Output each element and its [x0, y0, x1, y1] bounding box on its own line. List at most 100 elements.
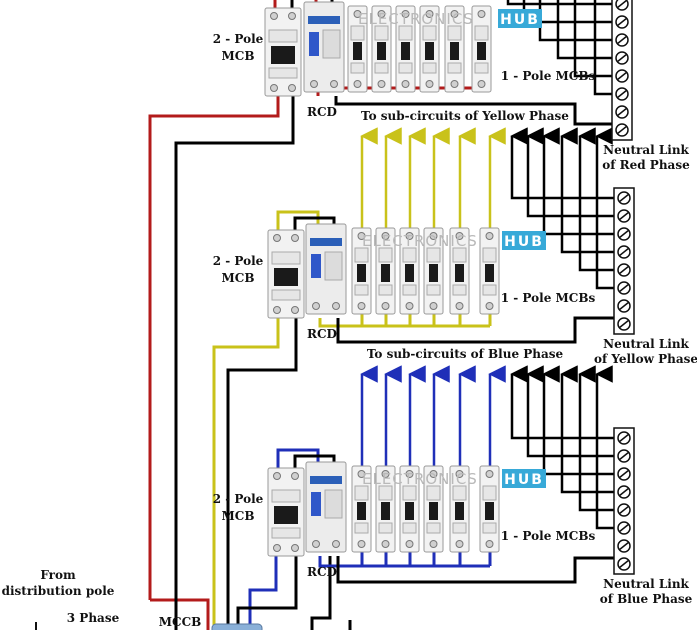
mcb-screw-bottom: [450, 80, 459, 88]
mcb2-rating-plate: [271, 527, 301, 539]
mcb-screw-top: [405, 470, 414, 478]
single-pole-mcb-4: [423, 227, 444, 315]
subcircuit-neutral-wire: [573, 0, 612, 78]
mcb-screw-top: [450, 10, 459, 18]
rcd-label: RCD: [307, 327, 337, 341]
mcb-screw-top: [429, 232, 438, 240]
red-neutral-feeder: [174, 96, 295, 630]
mcb-rating-plate: [374, 62, 389, 74]
mcb-screw-bottom: [405, 302, 414, 310]
two-pole-mcb-label-line1: 2 - Pole: [213, 32, 264, 46]
mcb2-label-plate: [271, 251, 301, 265]
mcb-label-plate: [350, 25, 365, 41]
mcb-screw-bottom: [357, 540, 366, 548]
mcb-screw-bottom: [485, 540, 494, 548]
mcb-screw-bottom: [455, 540, 464, 548]
neutral-link-screw-slot: [616, 53, 628, 63]
watermark-hub-box: [502, 469, 546, 488]
neutral-link: [613, 427, 635, 575]
mcb-rating-plate: [398, 62, 413, 74]
watermark-hub-box: [498, 9, 542, 28]
mcb-toggle: [425, 42, 434, 60]
neutral-link-screw-slot: [616, 0, 628, 9]
mcb-screw-bottom: [401, 80, 410, 88]
mcb2-screw-top: [270, 12, 278, 20]
mcb2-screw-bottom: [273, 306, 281, 314]
mcb-screw-bottom: [381, 540, 390, 548]
rcd-screw-left: [312, 302, 320, 310]
single-pole-mcb-6: [471, 5, 492, 93]
watermark-hub-text: HUB: [504, 472, 544, 488]
mcb-toggle: [455, 264, 464, 282]
mcb-screw-bottom: [429, 540, 438, 548]
mcb-rating-plate: [402, 284, 417, 296]
mcb-screw-bottom: [455, 302, 464, 310]
neutral-link-bar: [613, 187, 635, 335]
subcircuit-neutral-wire: [593, 0, 612, 96]
mcb-toggle: [429, 502, 438, 520]
two-pole-mcb-label-line2: MCB: [222, 271, 255, 285]
neutral-link-screw-slot: [616, 125, 628, 135]
single-pole-mcb-2: [371, 5, 392, 93]
mcb-label-plate: [426, 247, 441, 263]
mcb-label-plate: [378, 485, 393, 501]
neutral-link-screw-slot: [618, 319, 630, 329]
mcb-label-plate: [422, 25, 437, 41]
mcb-toggle: [450, 42, 459, 60]
rcd-info-plate: [324, 489, 343, 519]
neutral-link: [613, 187, 635, 335]
mcb-rating-plate: [350, 62, 365, 74]
mcb2-screw-top: [273, 234, 281, 242]
mcb-label-plate: [452, 485, 467, 501]
subcircuits-label: To sub-circuits of Blue Phase: [367, 347, 564, 361]
single-pole-mcb-5: [449, 465, 470, 553]
mcb-rating-plate: [378, 522, 393, 534]
mcb-screw-top: [485, 470, 494, 478]
mccb-device: [211, 623, 263, 635]
mcb-rating-plate: [426, 522, 441, 534]
neutral-link-screw-slot: [616, 17, 628, 27]
mcb-screw-top: [357, 232, 366, 240]
mcb2-screw-top: [273, 472, 281, 480]
mcb2-screw-top: [291, 472, 299, 480]
mcb-rating-plate: [452, 284, 467, 296]
rcd-to-neutral-link: [336, 556, 614, 584]
mcb-rating-plate: [426, 284, 441, 296]
blue-feeder-wire: [248, 556, 278, 630]
mcb-screw-bottom: [485, 302, 494, 310]
mcb-toggle: [377, 42, 386, 60]
rcd-info-plate: [324, 251, 343, 281]
mcb-label-plate: [354, 485, 369, 501]
mcb2-rating-plate: [268, 67, 298, 79]
single-pole-mcb-6: [479, 227, 500, 315]
rcd-to-neutral-link: [336, 316, 614, 344]
red-feeder-wire: [148, 96, 280, 600]
rcd: [305, 461, 347, 553]
mcb-rating-plate: [354, 522, 369, 534]
rcd-brand-strip: [310, 238, 342, 246]
rcd: [303, 1, 345, 93]
mccb-label: MCCB: [159, 615, 202, 629]
neutral-link-label-line1: Neutral Link: [603, 143, 689, 157]
mcb-label-plate: [374, 25, 389, 41]
mcb-label-plate: [402, 247, 417, 263]
neutral-link-label-line2: of Red Phase: [602, 158, 690, 172]
neutral-link-screw-slot: [618, 469, 630, 479]
mcb-toggle: [357, 264, 366, 282]
from-label-line2: distribution pole: [2, 584, 115, 598]
watermark-hub-text: HUB: [500, 12, 540, 28]
mcb-toggle: [401, 42, 410, 60]
mcb-rating-plate: [482, 284, 497, 296]
mcb-toggle: [353, 42, 362, 60]
watermark-hub-box: [502, 231, 546, 250]
mcb-label-plate: [452, 247, 467, 263]
mcb-to-rcd-phase-link: [276, 210, 320, 232]
single-pole-mcb-3: [395, 5, 416, 93]
mcb2-screw-bottom: [270, 84, 278, 92]
mcb2-toggle: [274, 268, 298, 286]
